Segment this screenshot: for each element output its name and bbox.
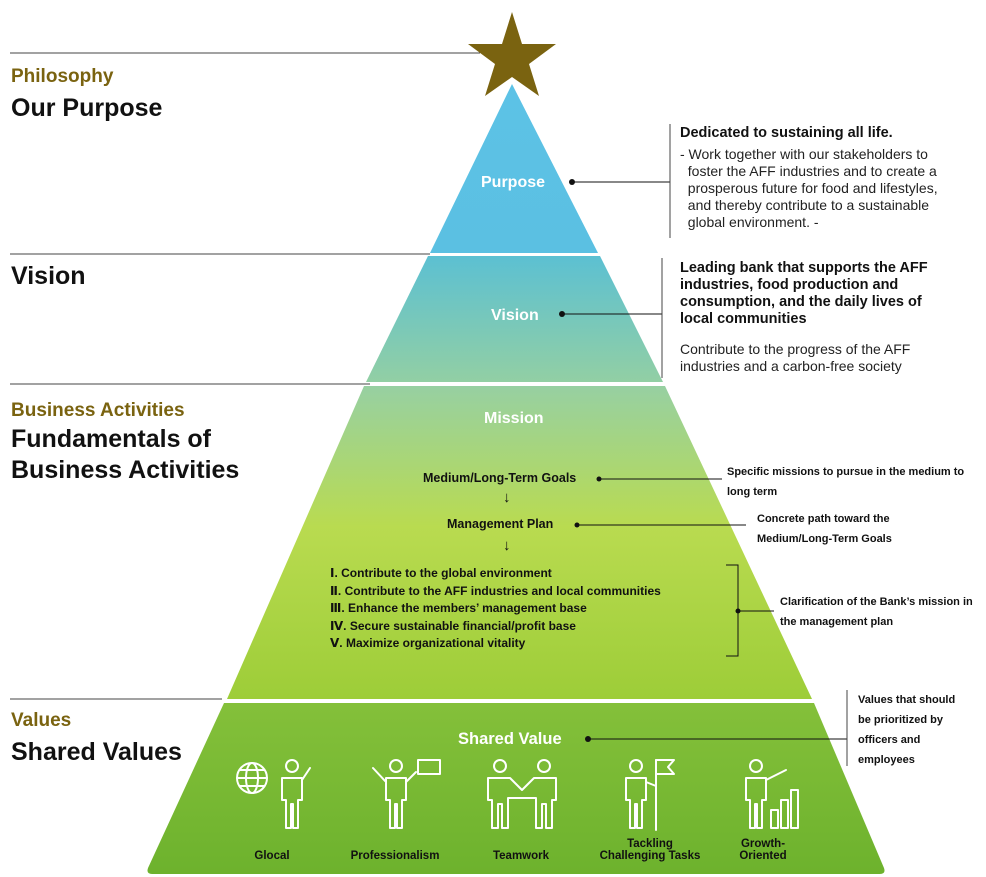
purpose-annotation-text: - Work together with our stakeholders to…	[680, 146, 938, 230]
values-category: Values	[11, 710, 72, 731]
plan-item: Ⅴ. Maximize organizational vitality	[330, 636, 526, 650]
mission-label: Mission	[484, 410, 544, 427]
shared-value-label: Shared Value	[458, 730, 562, 748]
plan-item: Ⅱ. Contribute to the AFF industries and …	[330, 583, 661, 598]
plan-item: Ⅳ. Secure sustainable financial/profit b…	[330, 618, 576, 633]
purpose-tier	[430, 84, 598, 253]
purpose-annotation-title: Dedicated to sustaining all life.	[680, 125, 893, 141]
plan-items-list: Ⅰ. Contribute to the global environment …	[330, 565, 661, 653]
vision-annotation-text: Contribute to the progress of the AFF in…	[680, 341, 911, 374]
icon-label-professionalism: Professionalism	[350, 850, 440, 862]
fundamentals-heading-line2: Business Activities	[11, 456, 240, 484]
star-icon	[468, 12, 556, 96]
flag-person-icon	[625, 759, 675, 831]
goals-label: Medium/Long-Term Goals	[423, 471, 577, 485]
vision-heading: Vision	[11, 262, 86, 290]
icon-label-teamwork: Teamwork	[492, 850, 550, 862]
arrow-down-icon: ↓	[503, 489, 511, 506]
our-purpose-heading: Our Purpose	[11, 94, 163, 122]
shared-values-heading: Shared Values	[11, 738, 182, 766]
presenter-icon	[372, 759, 441, 829]
vision-label: Vision	[491, 307, 539, 324]
handshake-icon	[487, 759, 557, 829]
clarification-annotation: Clarification of the Bank’s mission in t…	[780, 596, 973, 628]
vision-annotation-title: Leading bank that supports the AFF indus…	[680, 260, 928, 327]
mission-tier	[227, 386, 812, 699]
shared-value-annotation: Values that should be prioritized by off…	[858, 694, 956, 766]
fundamentals-heading-line1: Fundamentals of	[11, 425, 212, 453]
icon-label-tackling: Tackling Challenging Tasks	[599, 838, 701, 862]
plan-label: Management Plan	[447, 517, 554, 531]
icon-label-glocal: Glocal	[254, 850, 290, 862]
icon-label-growth: Growth- Oriented	[739, 838, 787, 862]
growth-chart-icon	[745, 759, 799, 829]
business-activities-category: Business Activities	[11, 400, 185, 421]
plan-annotation: Concrete path toward the Medium/Long-Ter…	[757, 513, 892, 545]
purpose-label: Purpose	[481, 174, 546, 191]
vision-tier	[366, 256, 663, 382]
goals-annotation: Specific missions to pursue in the mediu…	[727, 466, 965, 498]
globe-person-icon	[236, 759, 311, 829]
plan-item: Ⅰ. Contribute to the global environment	[330, 566, 552, 580]
arrow-down-icon: ↓	[503, 537, 511, 554]
values-tier	[147, 703, 885, 874]
plan-item: Ⅲ. Enhance the members’ management base	[330, 601, 587, 615]
philosophy-category: Philosophy	[11, 66, 114, 87]
